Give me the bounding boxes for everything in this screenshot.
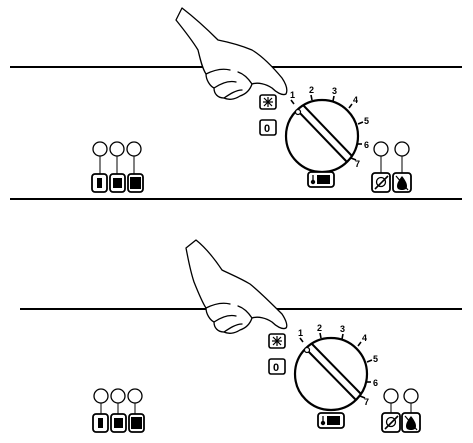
button-group-right — [371, 141, 412, 193]
scale-number-4: 4 — [353, 95, 358, 105]
scale-number-3: 3 — [332, 86, 337, 96]
scale-numbers: 1 2 3 4 5 6 7 — [298, 323, 378, 407]
indicator-light-1 — [93, 388, 109, 404]
scale-number-5: 5 — [373, 354, 378, 364]
indicator-group-left — [91, 141, 144, 193]
indicator-light-2 — [110, 388, 126, 404]
panel-bottom: 1 2 3 4 5 6 7 0 — [20, 239, 462, 433]
indicator-light-2 — [109, 141, 125, 157]
zero-position-box: 0 — [259, 119, 277, 136]
indicator-light-1 — [92, 141, 108, 157]
scale-ticks — [299, 332, 373, 399]
defrost-button[interactable] — [401, 412, 421, 433]
zero-position-box: 0 — [268, 358, 286, 375]
zero-label: 0 — [273, 362, 279, 374]
scale-number-6: 6 — [364, 140, 369, 150]
scale-number-5: 5 — [364, 116, 369, 126]
scale-number-1: 1 — [290, 90, 295, 100]
zero-label: 0 — [264, 123, 270, 135]
pointing-hand-icon — [175, 7, 288, 100]
pointing-hand-icon — [185, 239, 288, 334]
scale-number-1: 1 — [298, 328, 303, 338]
defrost-button[interactable] — [392, 172, 412, 193]
scale-number-2: 2 — [317, 323, 322, 333]
panel-top: 1 2 3 4 5 6 7 0 — [10, 7, 462, 200]
temperature-knob[interactable] — [284, 98, 360, 174]
no-fan-button[interactable] — [371, 172, 391, 193]
thermometer-icon — [307, 171, 335, 188]
snowflake-icon — [268, 333, 286, 349]
indicator-light-right-1 — [373, 141, 389, 157]
temperature-knob[interactable] — [293, 336, 369, 412]
indicator-light-right-2 — [394, 141, 410, 157]
knob-marker — [303, 346, 311, 354]
scale-number-7: 7 — [355, 159, 360, 169]
scale-number-2: 2 — [309, 85, 314, 95]
button-group-right — [381, 388, 421, 433]
indicator-light-3 — [126, 141, 142, 157]
indicator-light-3 — [127, 388, 143, 404]
indicator-light-right-1 — [383, 388, 399, 404]
indicator-group-left — [92, 388, 145, 433]
scale-ticks — [290, 94, 364, 161]
snowflake-icon — [259, 94, 277, 110]
scale-numbers: 1 2 3 4 5 6 7 — [290, 85, 369, 169]
thermometer-icon — [317, 412, 345, 429]
scale-number-3: 3 — [340, 324, 345, 334]
indicator-light-right-2 — [403, 388, 419, 404]
scale-number-6: 6 — [373, 378, 378, 388]
scale-number-7: 7 — [364, 397, 369, 407]
knob-marker — [294, 108, 302, 116]
scale-number-4: 4 — [362, 333, 367, 343]
no-fan-button[interactable] — [381, 412, 401, 433]
